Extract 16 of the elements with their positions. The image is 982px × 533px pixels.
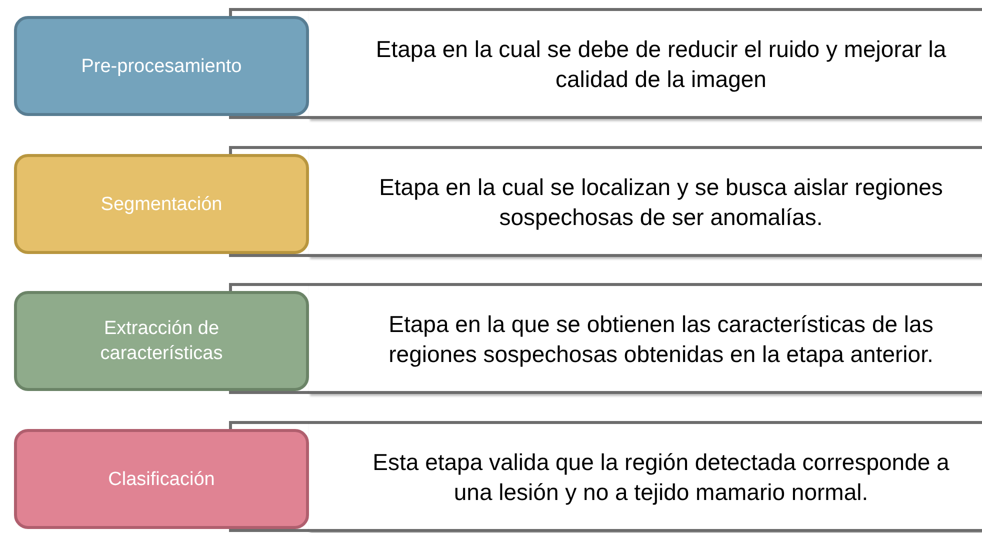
stage-description: Etapa en la cual se localizan y se busca aislar regiones sospechosas de ser anomalías. [378, 172, 944, 232]
stage-name: Clasificación [108, 468, 215, 492]
stage-name: Extracción de características [99, 317, 224, 366]
description-panel [309, 8, 982, 119]
description-panel [309, 421, 982, 532]
stage-name: Segmentación [100, 192, 222, 216]
stage-box [14, 429, 309, 529]
stage-description: Etapa en la cual se debe de reducir el ruido y mejorar la calidad de la imagen [374, 34, 948, 94]
stage-box [14, 154, 309, 254]
stage-description: Etapa en la que se obtienen las características de las regiones sospechosas obtenidas en la etapa anterior. [388, 310, 934, 368]
description-panel [309, 283, 982, 394]
description-panel [309, 146, 982, 257]
stage-name: Pre-procesamiento [81, 54, 242, 78]
stage-description: Esta etapa valida que la región detectada corresponde a una lesión y no a tejido mamario normal. [372, 448, 950, 506]
stage-box [14, 291, 309, 391]
stage-box [14, 16, 309, 116]
